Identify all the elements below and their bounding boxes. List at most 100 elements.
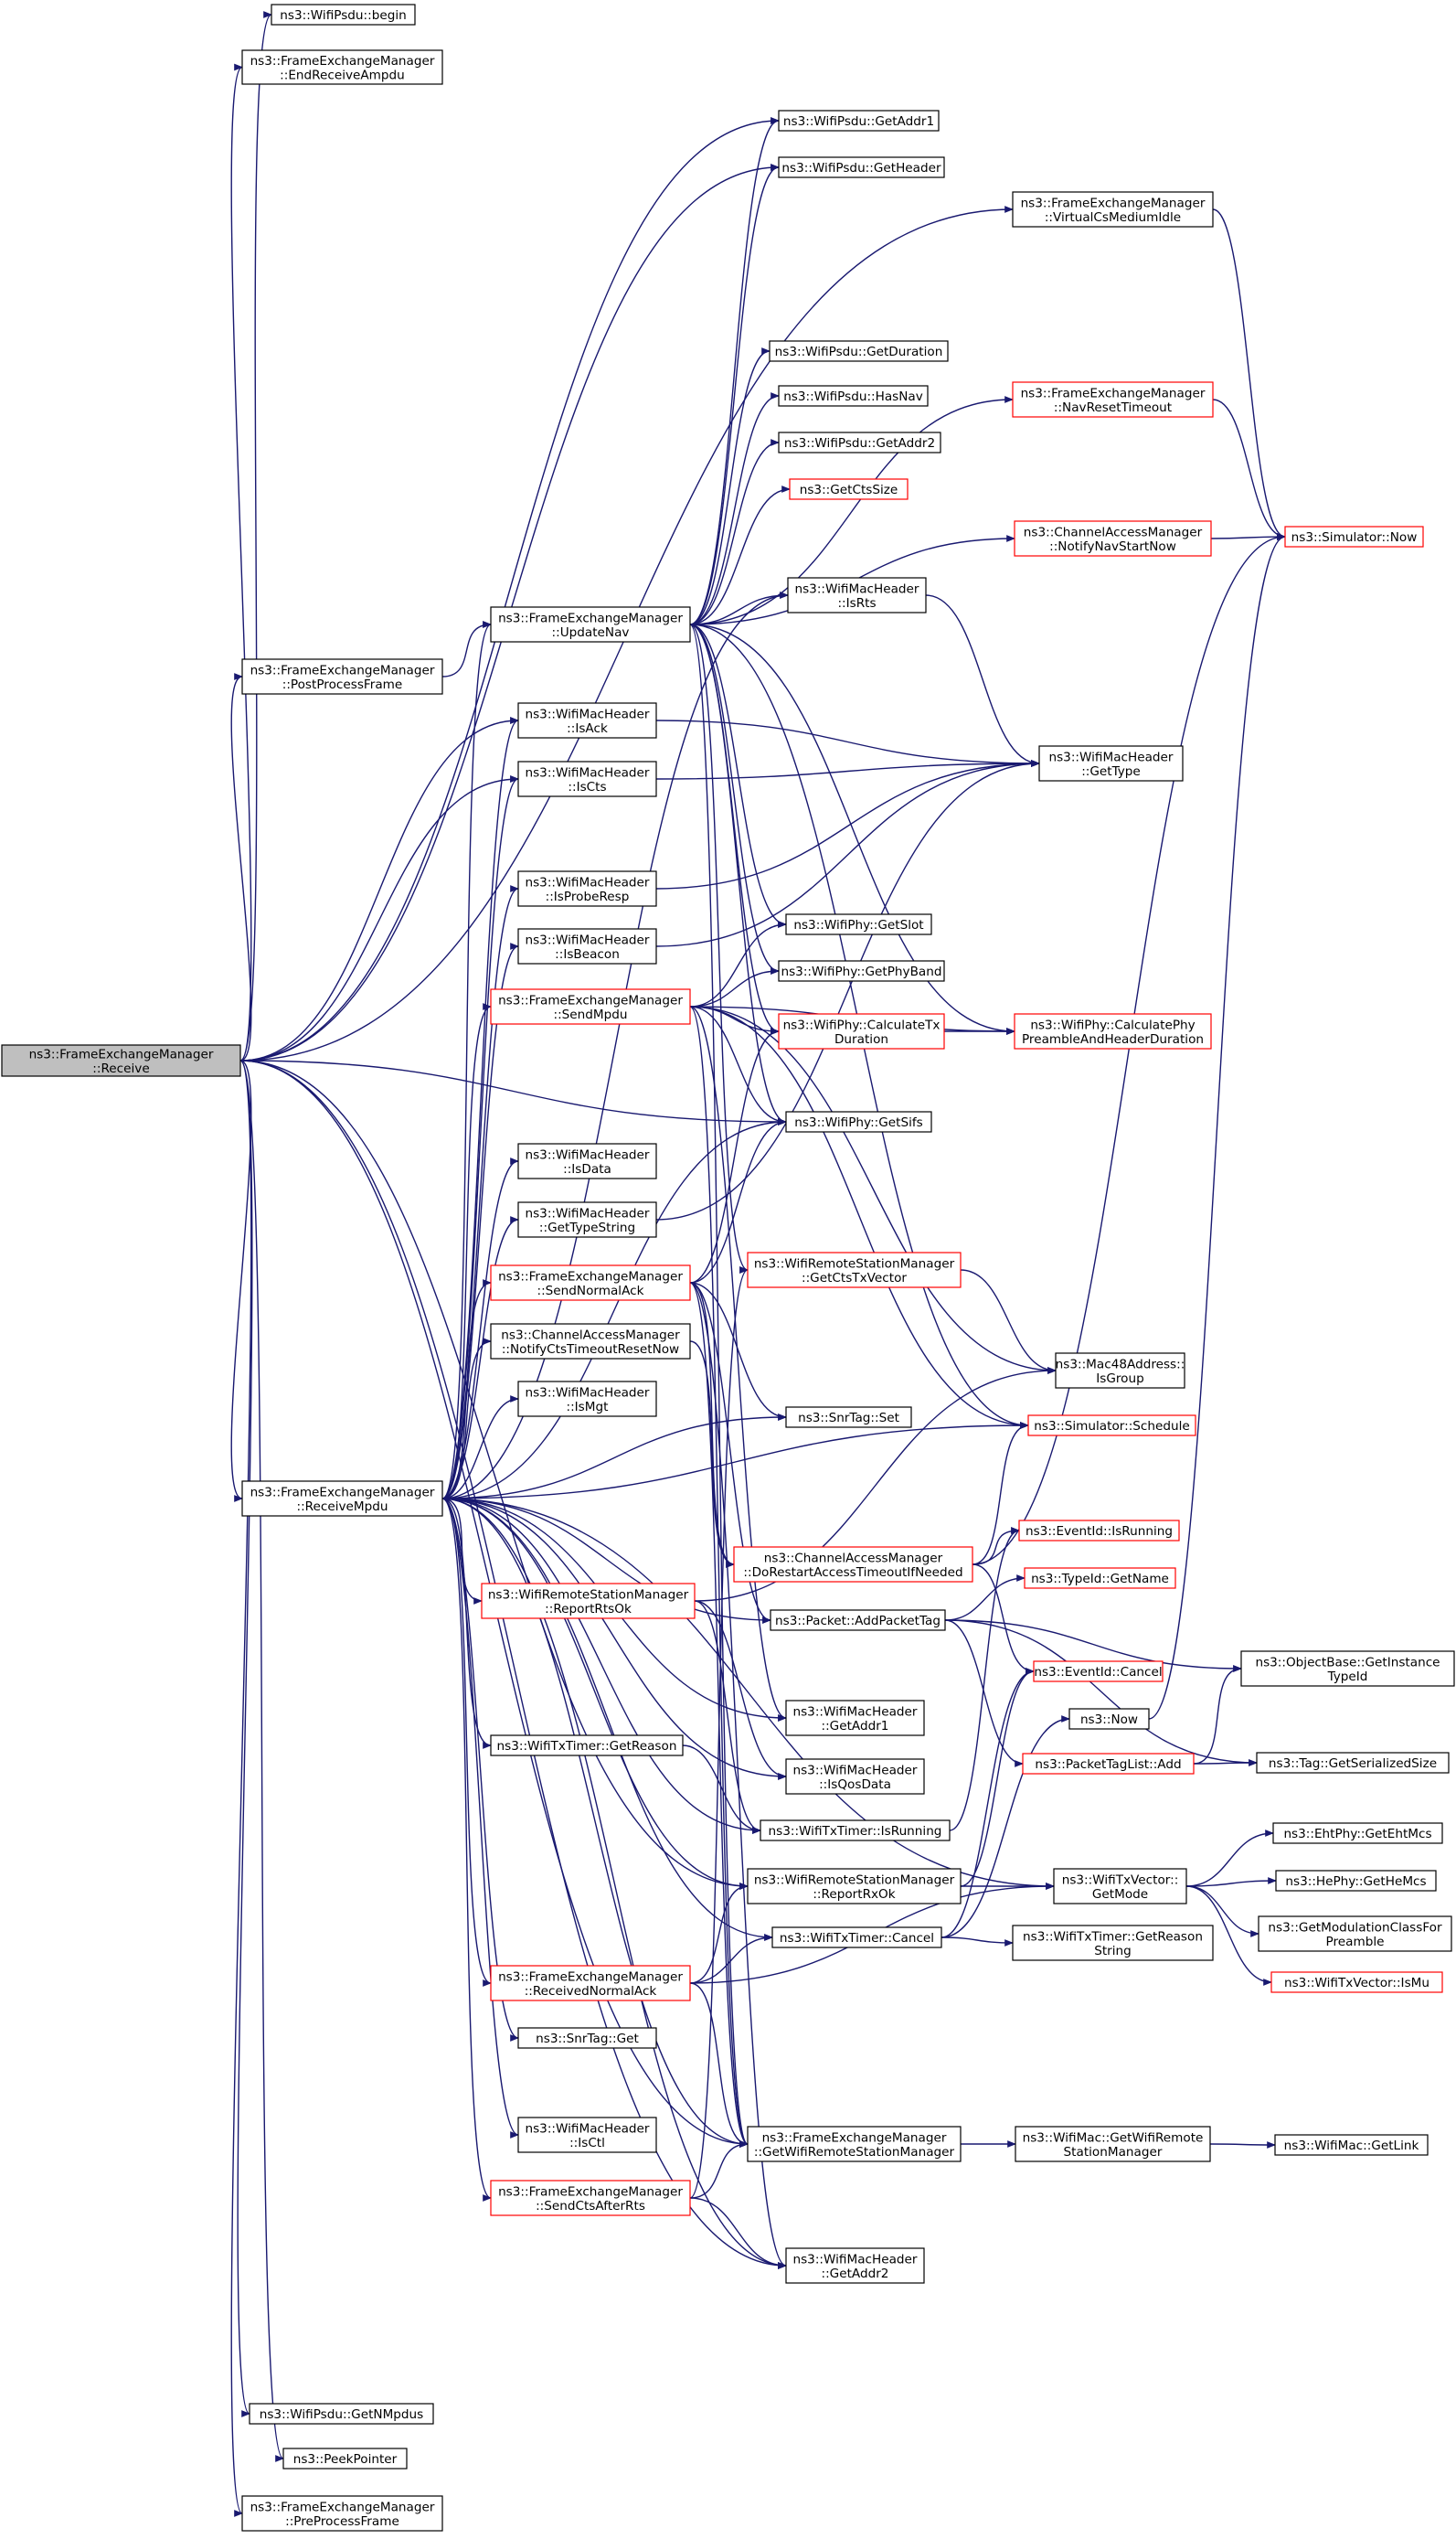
node-hdr_isdata[interactable]: ns3::WifiMacHeader::IsData [517,1143,657,1179]
edge-rsm_reportrtsok-to-mac48_isgroup [694,1367,1057,1602]
node-post_process[interactable]: ns3::FrameExchangeManager::PostProcessFr… [241,658,443,695]
node-label: ns3::WifiRemoteStationManager [754,1872,955,1887]
node-hdr_iscts[interactable]: ns3::WifiMacHeader::IsCts [517,761,657,797]
node-phy_getsifs[interactable]: ns3::WifiPhy::GetSifs [785,1111,932,1133]
node-simulator_schedule[interactable]: ns3::Simulator::Schedule [1027,1414,1196,1436]
node-typeid_getname[interactable]: ns3::TypeId::GetName [1024,1567,1176,1589]
node-box [1274,2134,1429,2156]
node-hdr_isproberesp[interactable]: ns3::WifiMacHeader::IsProbeResp [517,870,657,907]
node-get_wifi_rsm[interactable]: ns3::FrameExchangeManager::GetWifiRemote… [747,2126,962,2162]
node-psdu_getaddr2[interactable]: ns3::WifiPsdu::GetAddr2 [778,432,941,453]
node-hdr_getaddr1[interactable]: ns3::WifiMacHeader::GetAddr1 [785,1700,925,1736]
node-pre_process[interactable]: ns3::FrameExchangeManager::PreProcessFra… [241,2495,443,2532]
node-phy_getslot[interactable]: ns3::WifiPhy::GetSlot [785,913,932,935]
node-eventid_cancel[interactable]: ns3::EventId::Cancel [1033,1660,1164,1682]
node-mac_getlink[interactable]: ns3::WifiMac::GetLink [1274,2134,1429,2156]
node-snrtag_set[interactable]: ns3::SnrTag::Set [785,1406,912,1428]
node-send_normal_ack[interactable]: ns3::FrameExchangeManager::SendNormalAck [490,1264,691,1301]
node-label: ns3::WifiPsdu::GetAddr2 [784,436,935,451]
node-txvector_getmode[interactable]: ns3::WifiTxVector::GetMode [1053,1868,1187,1904]
edge-send_normal_ack-to-phy_getsifs [689,1118,787,1284]
node-update_nav[interactable]: ns3::FrameExchangeManager::UpdateNav [490,606,691,643]
node-rsm_getctstxvector[interactable]: ns3::WifiRemoteStationManager::GetCtsTxV… [747,1252,962,1288]
node-label: ::IsCts [568,780,606,795]
node-receive[interactable]: ns3::FrameExchangeManager::Receive [1,1044,241,1077]
node-label: String [1094,1944,1132,1958]
node-box [1,1044,241,1077]
node-rsm_reportrtsok[interactable]: ns3::WifiRemoteStationManager::ReportRts… [481,1583,696,1619]
edge-receive_mpdu-to-notify_cts_timeout [441,1338,492,1499]
node-hdr_isbeacon[interactable]: ns3::WifiMacHeader::IsBeacon [517,928,657,965]
node-ns3_now[interactable]: ns3::Now [1068,1708,1150,1730]
node-get_cts_size[interactable]: ns3::GetCtsSize [789,478,909,500]
node-eventid_isrunning[interactable]: ns3::EventId::IsRunning [1018,1520,1180,1542]
node-hdr_gettypestring[interactable]: ns3::WifiMacHeader::GetTypeString [517,1201,657,1238]
node-hdr_isqosdata[interactable]: ns3::WifiMacHeader::IsQosData [785,1758,925,1795]
node-hdr_getaddr2[interactable]: ns3::WifiMacHeader::GetAddr2 [785,2247,925,2284]
node-virtual_cs_idle[interactable]: ns3::FrameExchangeManager::VirtualCsMedi… [1012,191,1214,228]
node-phy_getphyband[interactable]: ns3::WifiPhy::GetPhyBand [778,960,945,982]
node-box [517,1381,657,1417]
node-hdr_gettype[interactable]: ns3::WifiMacHeader::GetType [1038,745,1184,782]
node-box [1275,1870,1437,1892]
node-box [1055,1352,1185,1389]
node-txtimer_getreason[interactable]: ns3::WifiTxTimer::GetReason [490,1734,684,1756]
node-send_cts_after_rts[interactable]: ns3::FrameExchangeManager::SendCtsAfterR… [490,2180,691,2216]
node-txtimer_cancel[interactable]: ns3::WifiTxTimer::Cancel [771,1926,942,1948]
node-ehtphy_getehtmcs[interactable]: ns3::EhtPhy::GetEhtMcs [1272,1822,1443,1844]
node-hdr_isctl[interactable]: ns3::WifiMacHeader::IsCtl [517,2117,657,2153]
node-receive_mpdu[interactable]: ns3::FrameExchangeManager::ReceiveMpdu [241,1480,443,1517]
node-psdu_hasnav[interactable]: ns3::WifiPsdu::HasNav [778,385,929,407]
edge-do_restart_access-to-eventid_isrunning [972,1527,1020,1565]
node-psdu_begin[interactable]: ns3::WifiPsdu::begin [271,4,416,26]
node-label: ns3::WifiTxTimer::IsRunning [769,1824,942,1839]
node-box [778,960,945,982]
edge-receive_mpdu-to-send_mpdu [441,1003,492,1499]
node-do_restart_access[interactable]: ns3::ChannelAccessManager::DoRestartAcce… [733,1546,973,1583]
node-txtimer_isrunning[interactable]: ns3::WifiTxTimer::IsRunning [760,1819,951,1841]
node-hephy_gethemcs[interactable]: ns3::HePhy::GetHeMcs [1275,1870,1437,1892]
edge-update_nav-to-rsm_getctstxvector [689,624,749,1274]
node-psdu_getduration[interactable]: ns3::WifiPsdu::GetDuration [769,340,949,362]
node-psdu_getnmpdus[interactable]: ns3::WifiPsdu::GetNMpdus [249,2403,434,2425]
node-label: ns3::FrameExchangeManager [250,663,435,677]
node-peek_pointer[interactable]: ns3::PeekPointer [282,2448,408,2470]
node-psdu_getheader[interactable]: ns3::WifiPsdu::GetHeader [778,156,945,178]
node-tag_getserializedsize[interactable]: ns3::Tag::GetSerializedSize [1256,1752,1450,1774]
node-end_receive_ampdu[interactable]: ns3::FrameExchangeManager::EndReceiveAmp… [241,49,443,85]
edge-receive_mpdu-to-hdr_isqosdata [441,1498,787,1780]
node-rsm_reportrxok[interactable]: ns3::WifiRemoteStationManager::ReportRxO… [747,1868,962,1904]
node-notify_cts_timeout[interactable]: ns3::ChannelAccessManager::NotifyCtsTime… [490,1323,691,1360]
node-send_mpdu[interactable]: ns3::FrameExchangeManager::SendMpdu [490,988,691,1025]
node-received_normal_ack[interactable]: ns3::FrameExchangeManager::ReceivedNorma… [490,1965,691,2001]
node-box [517,2027,657,2049]
node-mac48_isgroup[interactable]: ns3::Mac48Address::IsGroup [1055,1352,1185,1389]
node-box [517,928,657,965]
node-hdr_isrts[interactable]: ns3::WifiMacHeader::IsRts [787,577,927,613]
node-hdr_ismgt[interactable]: ns3::WifiMacHeader::IsMgt [517,1381,657,1417]
node-txvector_ismu[interactable]: ns3::WifiTxVector::IsMu [1270,1971,1443,1993]
node-label: IsGroup [1096,1371,1143,1386]
node-nav_reset_timeout[interactable]: ns3::FrameExchangeManager::NavResetTimeo… [1012,381,1214,418]
node-mac_getwifirsm[interactable]: ns3::WifiMac::GetWifiRemoteStationManage… [1015,2126,1211,2162]
node-psdu_getaddr1[interactable]: ns3::WifiPsdu::GetAddr1 [778,110,940,132]
node-label: ns3::Now [1080,1712,1138,1727]
node-label: ns3::FrameExchangeManager [1021,386,1206,400]
node-notify_nav_start[interactable]: ns3::ChannelAccessManager::NotifyNavStar… [1014,520,1212,557]
node-box [517,761,657,797]
node-hdr_isack[interactable]: ns3::WifiMacHeader::IsAck [517,702,657,739]
node-label: ns3::WifiTxVector::IsMu [1284,1976,1429,1990]
node-box [282,2448,408,2470]
node-label: StationManager [1064,2145,1163,2160]
node-phy_calcpreamble[interactable]: ns3::WifiPhy::CalculatePhyPreambleAndHea… [1014,1013,1212,1050]
node-snrtag_get[interactable]: ns3::SnrTag::Get [517,2027,657,2049]
node-packettaglist_add[interactable]: ns3::PacketTagList::Add [1022,1753,1195,1775]
edge-send_cts_after_rts-to-rsm_getctstxvector [689,1266,749,2199]
node-label: ::GetAddr1 [822,1719,889,1734]
node-packet_addpackettag[interactable]: ns3::Packet::AddPacketTag [770,1609,946,1631]
node-simulator_now[interactable]: ns3::Simulator::Now [1284,526,1424,548]
